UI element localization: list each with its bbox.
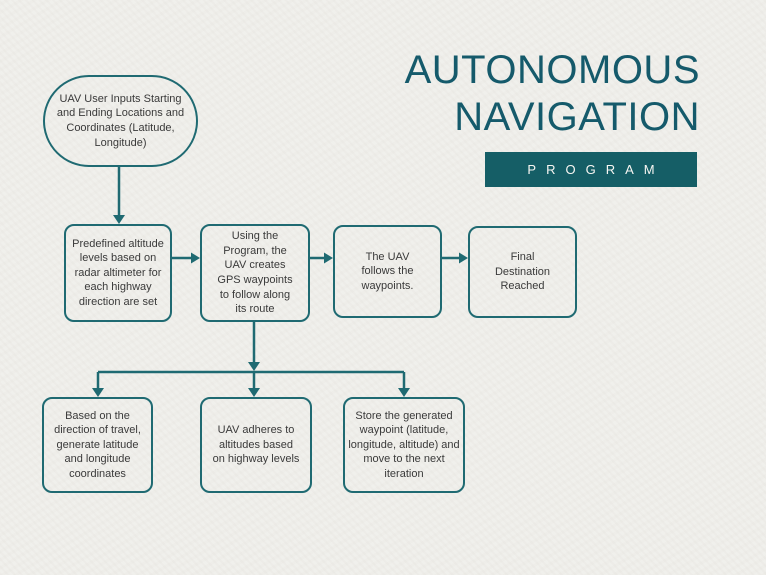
- flow-node-label: Using the Program, the UAV creates GPS w…: [217, 230, 293, 316]
- flow-node-store-waypoint: Store the generated waypoint (latitude, …: [343, 397, 465, 493]
- flow-node-label: Based on the direction of travel, genera…: [54, 409, 141, 480]
- flow-node-generate-coordinates: Based on the direction of travel, genera…: [42, 397, 153, 493]
- arrowhead-into-branch-line: [248, 362, 260, 371]
- flow-node-adhere-altitudes: UAV adheres to altitudes based on highwa…: [200, 397, 312, 493]
- slide-title-line1: AUTONOMOUS: [404, 48, 700, 92]
- flow-node-predefined-altitudes: Predefined altitude levels based on rada…: [64, 224, 172, 322]
- slide-subtitle-label: PROGRAM: [527, 162, 665, 177]
- arrowhead-into-follow: [324, 252, 333, 264]
- arrowhead-into-generate: [92, 388, 104, 397]
- arrowhead-into-create: [191, 252, 200, 264]
- slide-subtitle-banner: PROGRAM: [485, 152, 697, 187]
- arrowhead-into-store: [398, 388, 410, 397]
- flow-node-create-waypoints: Using the Program, the UAV creates GPS w…: [200, 224, 310, 322]
- flow-node-label: UAV adheres to altitudes based on highwa…: [212, 424, 300, 466]
- flow-node-label: The UAV follows the waypoints.: [361, 250, 414, 292]
- flow-node-final-destination: Final Destination Reached: [468, 226, 577, 318]
- arrowhead-into-final: [459, 252, 468, 264]
- flow-node-user-inputs: UAV User Inputs Starting and Ending Loca…: [43, 75, 198, 167]
- slide-title-line2: NAVIGATION: [454, 95, 700, 139]
- flow-node-label: Store the generated waypoint (latitude, …: [348, 409, 460, 480]
- flow-node-label: Final Destination Reached: [494, 251, 551, 293]
- flow-node-label: Predefined altitude levels based on rada…: [72, 237, 164, 308]
- slide-title: AUTONOMOUS NAVIGATION: [405, 47, 700, 141]
- flow-node-follow-waypoints: The UAV follows the waypoints.: [333, 225, 442, 318]
- arrowhead-into-adhere: [248, 388, 260, 397]
- arrowhead-into-predefined: [113, 215, 125, 224]
- flow-node-label: UAV User Inputs Starting and Ending Loca…: [56, 92, 185, 149]
